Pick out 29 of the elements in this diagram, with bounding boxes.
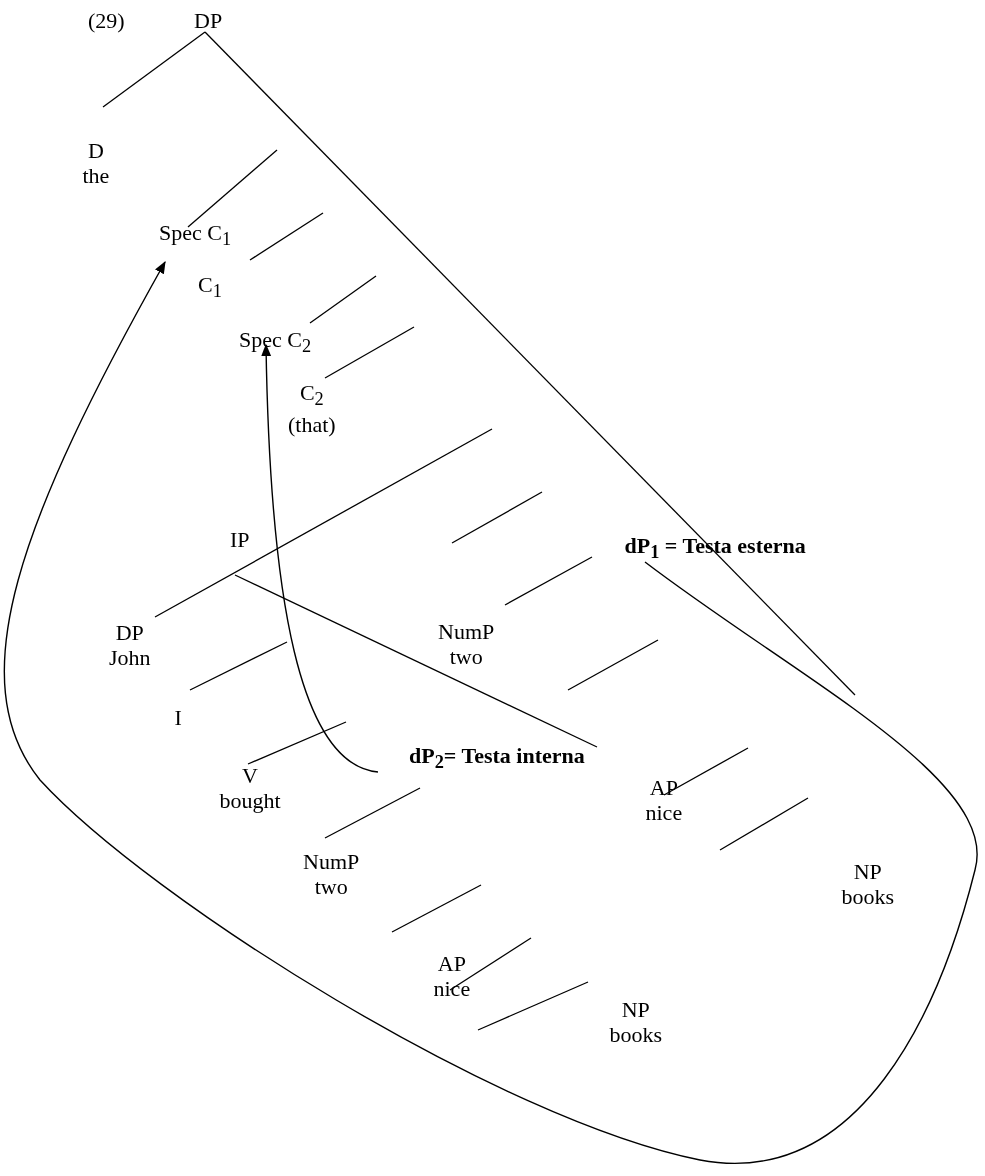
category-label: C$_{2}$ — [299, 380, 324, 412]
word-label: books — [609, 1022, 663, 1047]
category-label: NumP — [438, 619, 495, 644]
word-label: the — [82, 163, 110, 188]
category-label: IP — [230, 527, 250, 552]
category-label: Spec C$_{2}$ — [239, 327, 312, 359]
word-label: two — [314, 874, 348, 899]
category-label: NumP — [303, 849, 360, 874]
category-label: Spec C$_{1}$ — [159, 220, 232, 252]
example-number: (29) — [88, 8, 125, 33]
word-label: nice — [433, 976, 471, 1001]
category-label: AP — [649, 775, 678, 800]
category-label: NP — [853, 859, 882, 884]
category-label: NP — [621, 997, 650, 1022]
category-label: DP — [115, 620, 144, 645]
category-label: C$_{1}$ — [198, 272, 222, 304]
word-label: John — [109, 645, 151, 670]
category-label: I — [174, 705, 182, 730]
word-label: bought — [219, 788, 281, 813]
word-label: nice — [645, 800, 683, 825]
category-label: AP — [437, 951, 466, 976]
category-label: V — [242, 763, 258, 788]
word-label: books — [841, 884, 895, 909]
category-label: DP — [194, 8, 223, 33]
word-label: two — [449, 644, 483, 669]
head-label: dP$_{2}$= Testa interna — [409, 743, 585, 775]
word-label: (that) — [288, 412, 336, 438]
category-label: D — [88, 138, 104, 163]
movement-arrow — [3, 260, 978, 1164]
